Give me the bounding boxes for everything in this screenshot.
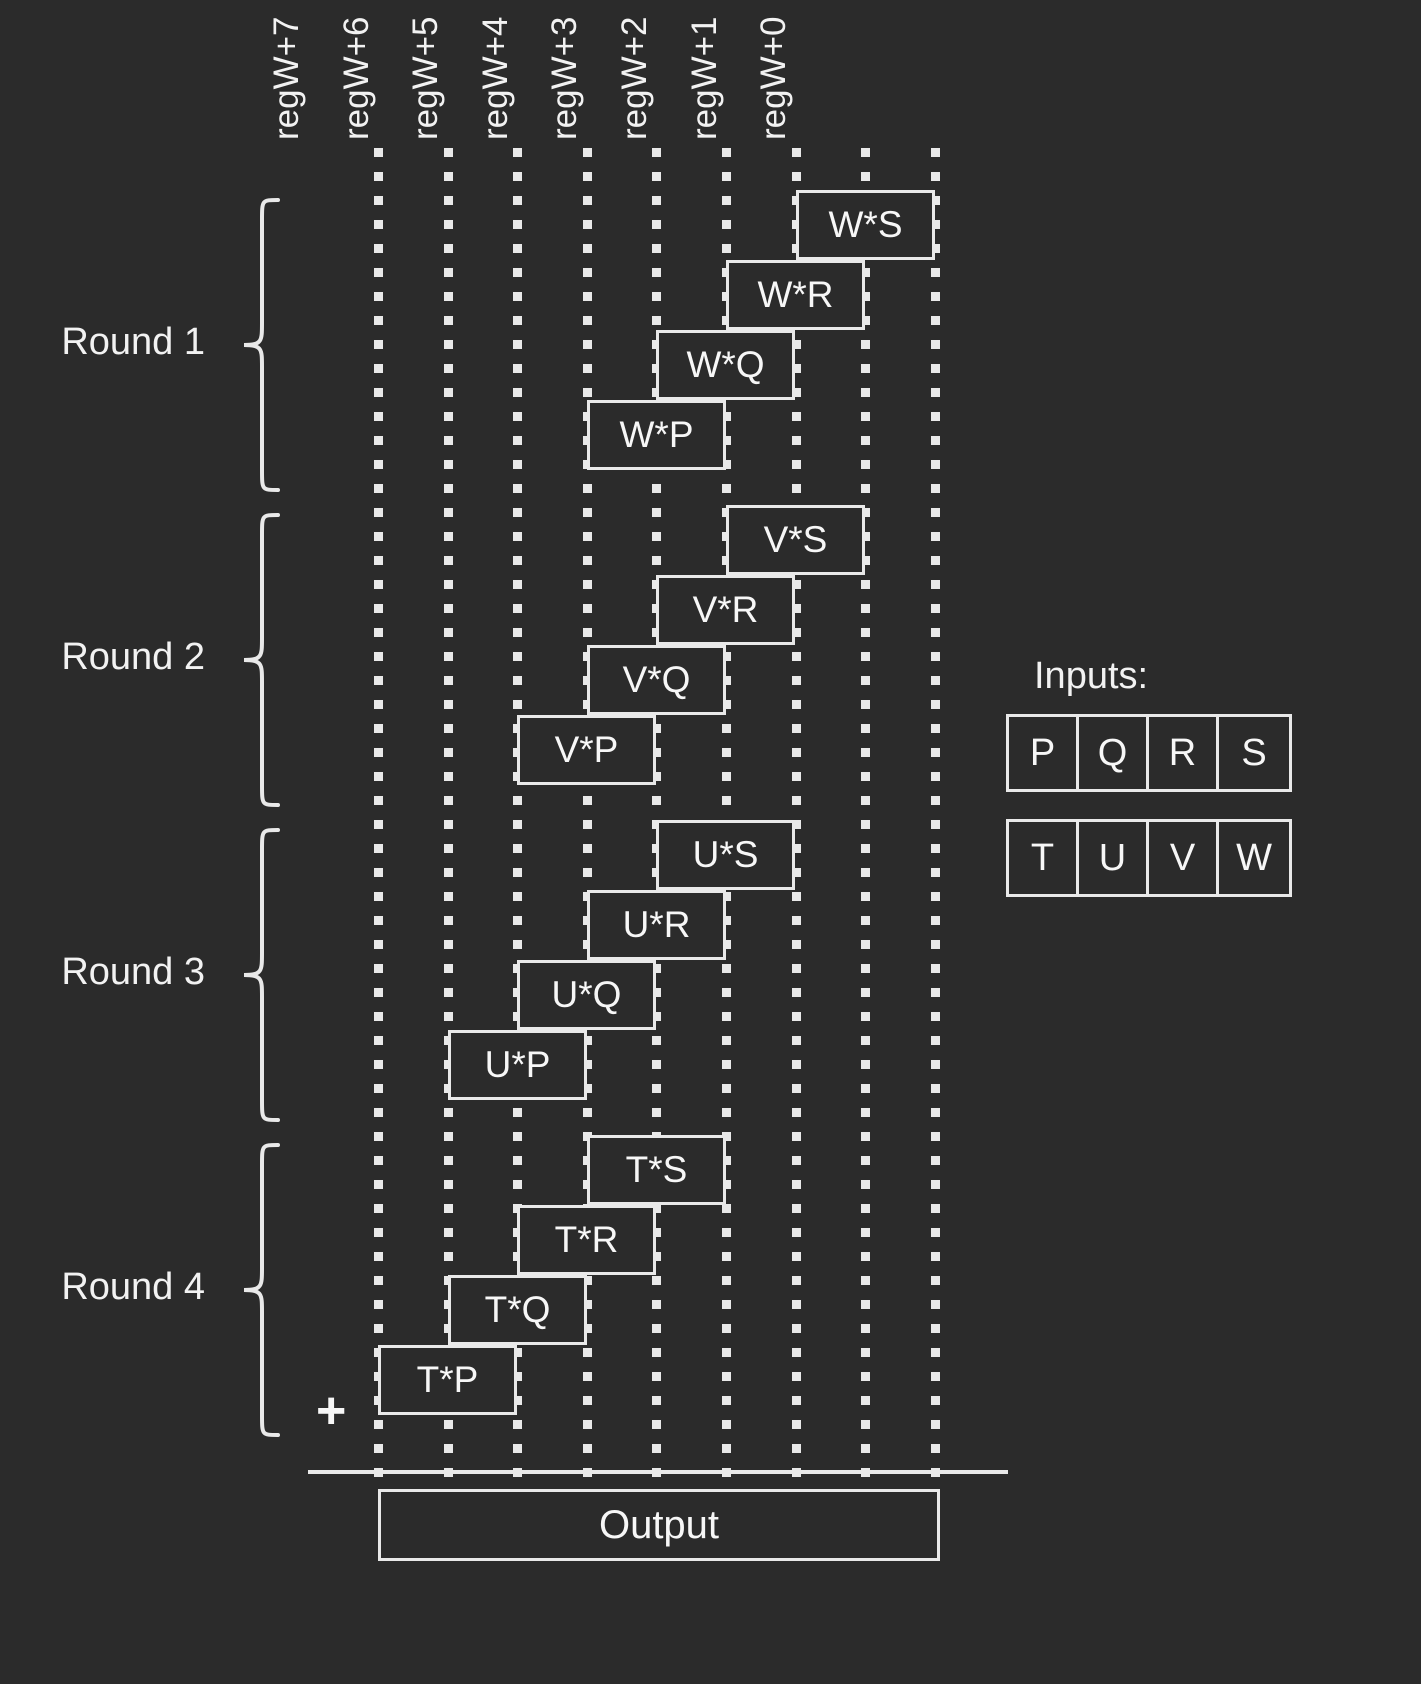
input-cell-u: U [1079, 822, 1149, 894]
column-guide-line-8 [931, 148, 940, 1482]
input-cell-p: P [1009, 717, 1079, 789]
product-box-w-q: W*Q [656, 330, 795, 400]
column-guide-line-4 [652, 148, 661, 1482]
product-box-v-s: V*S [726, 505, 865, 575]
column-guide-line-1 [444, 148, 453, 1482]
sum-rule-line [308, 1470, 1008, 1474]
sum-plus-operator: + [316, 1382, 347, 1440]
output-box: Output [378, 1489, 940, 1561]
column-guide-line-5 [722, 148, 731, 1482]
product-box-v-r: V*R [656, 575, 795, 645]
column-guide-line-0 [374, 148, 383, 1482]
product-box-t-s: T*S [587, 1135, 726, 1205]
product-box-v-p: V*P [517, 715, 656, 785]
round-label-3: Round 3 [61, 951, 205, 993]
column-header-regW0: regW+0 [754, 16, 793, 140]
input-cell-s: S [1241, 731, 1267, 774]
round-label-4: Round 4 [61, 1266, 205, 1308]
round-brace-4 [222, 1143, 280, 1437]
round-label-2: Round 2 [61, 636, 205, 678]
product-box-v-q: V*Q [587, 645, 726, 715]
product-box-w-p: W*P [587, 400, 726, 470]
product-box-t-q: T*Q [448, 1275, 587, 1345]
input-cell-q: Q [1079, 717, 1149, 789]
input-cell-r: R [1149, 717, 1219, 789]
input-cell-v: V [1149, 822, 1219, 894]
column-guide-line-3 [583, 148, 592, 1482]
product-box-u-p: U*P [448, 1030, 587, 1100]
product-box-w-s: W*S [796, 190, 935, 260]
product-box-u-s: U*S [656, 820, 795, 890]
column-guide-line-2 [513, 148, 522, 1482]
product-box-u-q: U*Q [517, 960, 656, 1030]
product-box-u-r: U*R [587, 890, 726, 960]
column-guide-line-7 [861, 148, 870, 1482]
round-brace-3 [222, 828, 280, 1122]
input-cell-w: W [1236, 836, 1272, 879]
column-guide-line-6 [792, 148, 801, 1482]
input-cell-t: T [1009, 822, 1079, 894]
product-box-t-p: T*P [378, 1345, 517, 1415]
output-label: Output [598, 1502, 720, 1547]
round-brace-1 [222, 198, 280, 492]
inputs-title: Inputs: [1034, 655, 1149, 697]
product-box-t-r: T*R [517, 1205, 656, 1275]
round-brace-2 [222, 513, 280, 807]
product-box-w-r: W*R [726, 260, 865, 330]
round-label-1: Round 1 [61, 321, 205, 363]
